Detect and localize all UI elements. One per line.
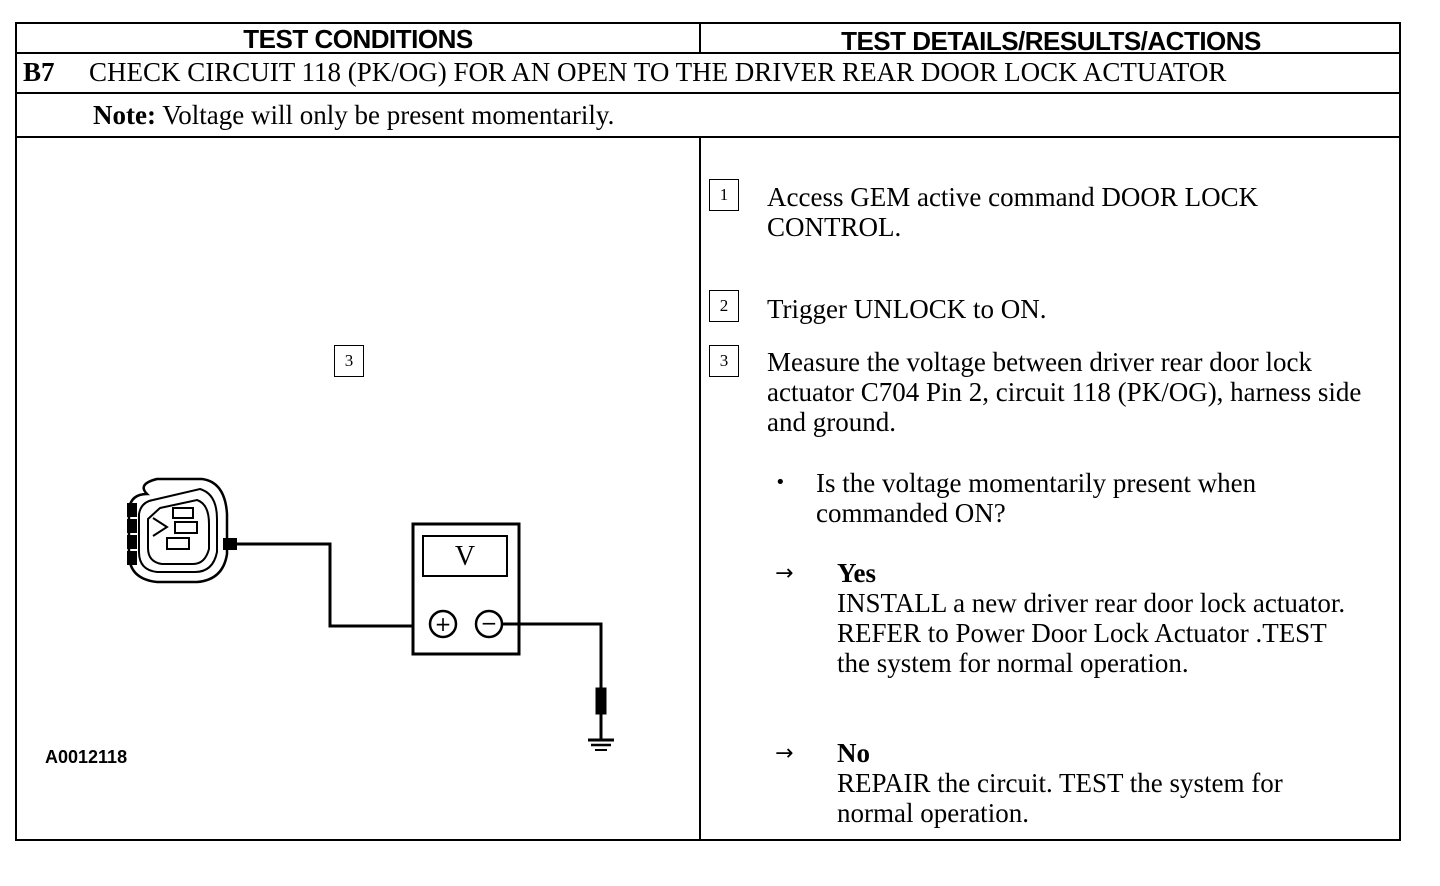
no-arrow-icon: → [775,741,794,766]
step-2-text: Trigger UNLOCK to ON. [767,294,1047,324]
yes-result: Yes INSTALL a new driver rear door lock … [837,558,1357,678]
step-id: B7 [23,57,55,87]
no-action: REPAIR the circuit. TEST the system for … [837,768,1283,828]
yes-action: INSTALL a new driver rear door lock actu… [837,588,1346,678]
connector-c704-icon [127,477,237,584]
probe-wire-positive [236,542,429,628]
probe-wire-ground [502,622,603,692]
step-number-2: 2 [709,290,739,322]
step-title: CHECK CIRCUIT 118 (PK/OG) FOR AN OPEN TO… [89,57,1227,87]
voltmeter-icon: V + − [411,522,521,656]
note-row: Note: Voltage will only be present momen… [93,100,614,130]
yes-label: Yes [837,558,876,588]
question-bullet: • [775,472,786,493]
meter-plus-terminal: + [435,612,452,636]
header-divider [17,52,1399,54]
step-1-text: Access GEM active command DOOR LOCK CONT… [767,182,1259,242]
note-text: Voltage will only be present momentarily… [162,100,615,130]
step-3-text: Measure the voltage between driver rear … [767,347,1362,437]
meter-minus-terminal: − [481,611,498,635]
step-title-row: B7 CHECK CIRCUIT 118 (PK/OG) FOR AN OPEN … [23,57,1226,87]
ground-symbol-icon [588,687,614,751]
body-column-divider [699,136,701,841]
step-number-3: 3 [709,345,739,377]
question-text: Is the voltage momentarily present when … [816,468,1257,528]
note-divider [17,136,1399,138]
test-table: TEST CONDITIONS TEST DETAILS/RESULTS/ACT… [15,22,1401,841]
header-test-details: TEST DETAILS/RESULTS/ACTIONS [841,26,1261,56]
meter-label: V [455,541,475,572]
figure-id: A0012118 [45,747,128,767]
step-number-1: 1 [709,179,739,211]
step-divider [17,92,1399,94]
diagram-callout-3: 3 [334,345,364,377]
no-label: No [837,738,870,768]
yes-arrow-icon: → [775,561,794,586]
header-column-divider [699,24,701,54]
note-label: Note: [93,100,156,130]
header-test-conditions: TEST CONDITIONS [243,24,473,54]
no-result: No REPAIR the circuit. TEST the system f… [837,738,1357,828]
circuit-diagram: V + − [127,477,614,751]
